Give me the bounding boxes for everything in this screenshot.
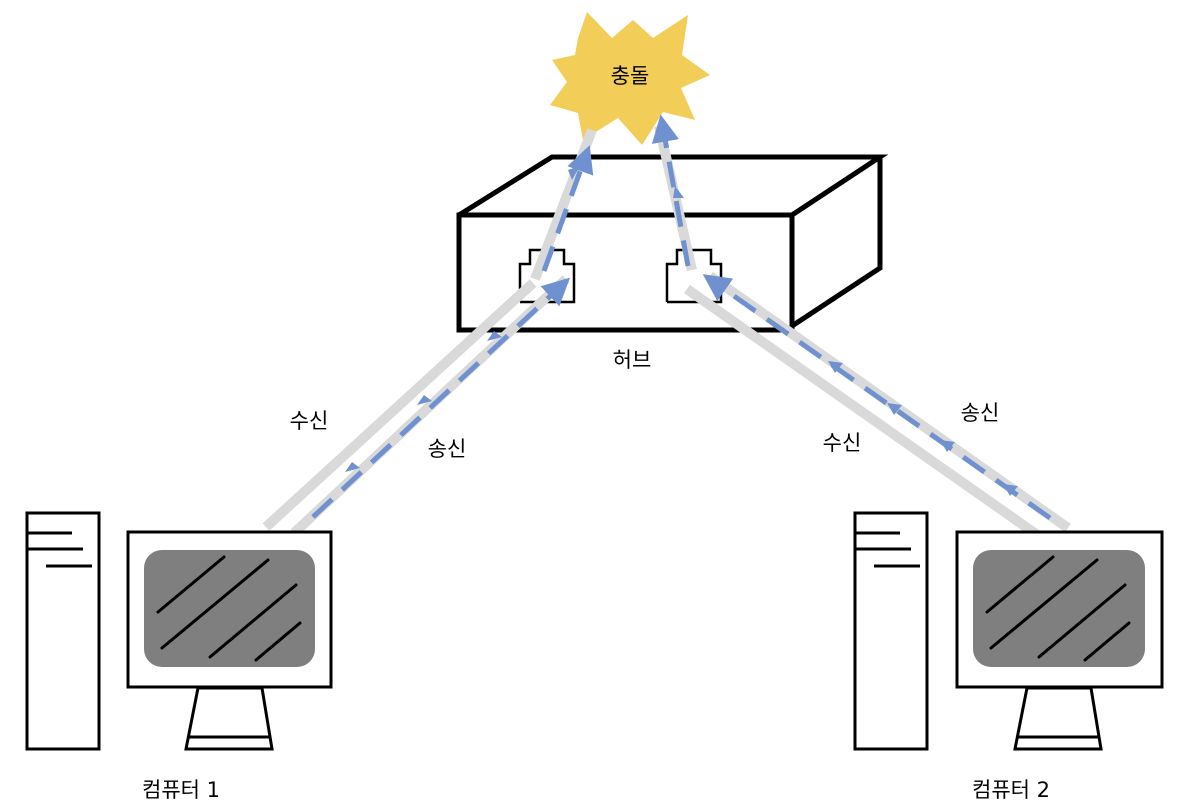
computer1-label: 컴퓨터 1 xyxy=(142,778,220,802)
monitor-icon xyxy=(126,530,333,751)
hub-icon xyxy=(456,154,889,333)
signal-arrow-icon xyxy=(345,166,580,472)
monitor-icon xyxy=(955,530,1164,751)
network-port-icon xyxy=(518,248,576,304)
right-send-signal xyxy=(651,114,1052,521)
right-receive-label: 수신 xyxy=(823,431,862,455)
right-send-label: 송신 xyxy=(961,401,1000,425)
signal-arrow-icon xyxy=(673,186,1018,496)
computer2-label: 컴퓨터 2 xyxy=(972,778,1050,802)
left-send-label: 송신 xyxy=(428,437,467,461)
right-cable xyxy=(654,124,1071,551)
tower-icon xyxy=(25,511,101,751)
computer-icon xyxy=(25,511,333,751)
left-receive-label: 수신 xyxy=(290,409,329,433)
collision-burst-icon: 충돌 xyxy=(550,12,710,145)
hub-label: 허브 xyxy=(613,348,652,372)
tower-icon xyxy=(853,511,929,751)
computer-icon xyxy=(853,511,1164,751)
left-send-signal xyxy=(311,145,594,519)
collision-label: 충돌 xyxy=(611,64,650,88)
